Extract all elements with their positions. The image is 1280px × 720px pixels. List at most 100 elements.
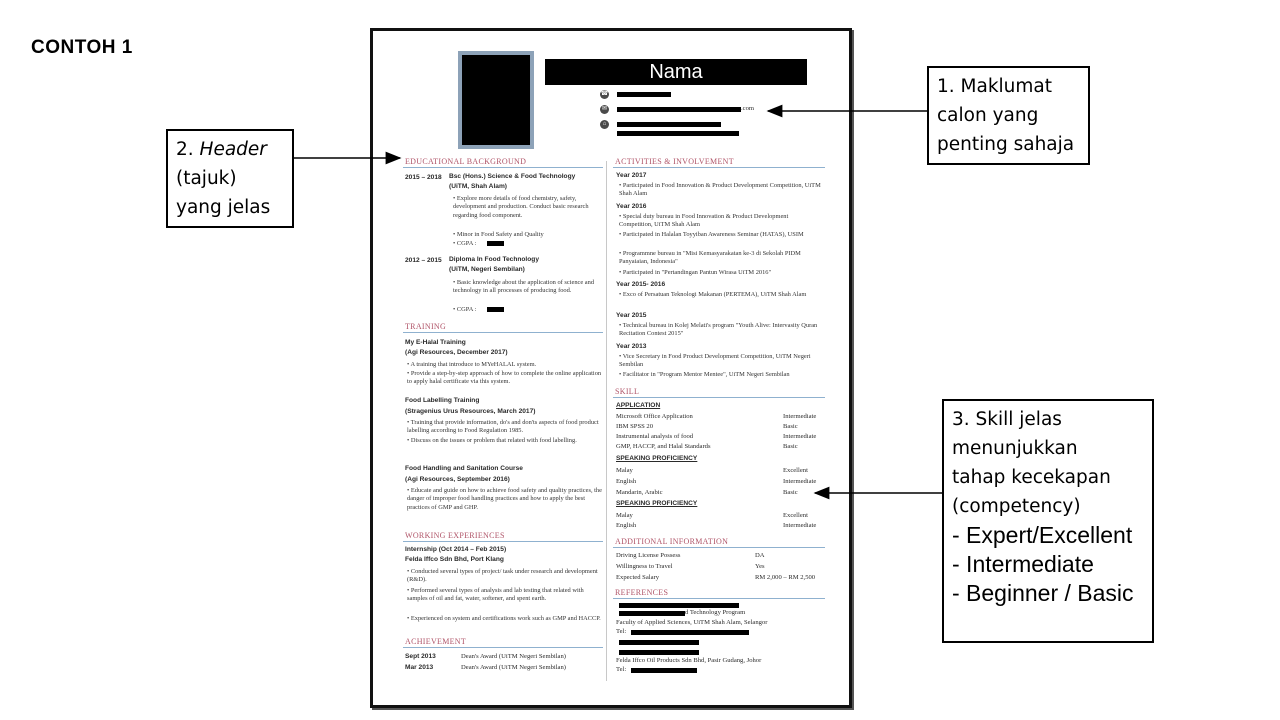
list-item: • Programmne bureau in "Misi Kemasyaraka… <box>619 250 801 266</box>
resume-document: Nama ☎ ✉ .com ⌂ EDUCATIONAL BACKGROUND 2… <box>370 28 852 708</box>
redacted-reference-title <box>619 650 699 655</box>
list-item: • Explore more details of food chemistry… <box>453 195 589 219</box>
list-item: • CGPA : <box>453 240 477 247</box>
phone-icon: ☎ <box>600 90 609 99</box>
section-rule <box>403 541 603 542</box>
work-role: Internship (Oct 2014 – Feb 2015) <box>405 546 507 553</box>
list-item: • Participated in Food Innovation & Prod… <box>619 182 821 198</box>
callout-3-level: - Intermediate <box>952 551 1094 577</box>
section-title-achievement: ACHIEVEMENT <box>405 637 467 646</box>
edu-school: (UiTM, Shah Alam) <box>449 183 508 190</box>
training-name: Food Handling and Sanitation Course <box>405 465 523 472</box>
callout-2-italic: Header <box>199 139 267 160</box>
callout-3-line: tahap kecekapan <box>952 467 1111 488</box>
skill-level: Basic <box>783 443 798 450</box>
section-title-references: REFERENCES <box>615 588 669 597</box>
section-rule <box>403 167 603 168</box>
achievement-text: Dean's Award (UiTM Negeri Sembilan) <box>461 653 566 660</box>
list-item: • Exco of Persatuan Teknologi Makanan (P… <box>619 291 807 298</box>
activity-year: Year 2013 <box>616 343 647 350</box>
skill-level: Excellent <box>783 467 808 474</box>
activity-year: Year 2017 <box>616 172 647 179</box>
section-title-work: WORKING EXPERIENCES <box>405 531 505 540</box>
activity-year: Year 2016 <box>616 203 647 210</box>
reference-tel-label: Tel: <box>616 628 627 635</box>
callout-2-number: 2. <box>176 139 200 160</box>
redacted-reference-tel <box>631 630 749 635</box>
list-item: • Technical bureau in Kolej Melati's pro… <box>619 322 818 338</box>
reference-dept: d Technology Program <box>685 609 746 616</box>
callout-2-line: (tajuk) <box>176 168 237 189</box>
section-title-skill: SKILL <box>615 387 640 396</box>
callout-3-line: (competency) <box>952 496 1081 517</box>
section-rule <box>613 547 825 548</box>
list-item: • Participated in "Pertandingan Pantun W… <box>619 269 772 276</box>
email-suffix: .com <box>741 105 755 112</box>
redacted-address <box>617 122 721 127</box>
section-title-training: TRAINING <box>405 322 447 331</box>
list-item: • Participated in Halalan Toyyiban Aware… <box>619 231 804 238</box>
skill-name: Mandarin, Arabic <box>616 489 663 496</box>
photo-placeholder <box>458 51 534 149</box>
redacted-email <box>617 107 741 112</box>
edu-school: (UiTM, Negeri Sembilan) <box>449 266 525 273</box>
skill-subheading: SPEAKING PROFICIENCY <box>616 500 698 507</box>
edu-degree: Bsc (Hons.) Science & Food Technology <box>449 173 576 180</box>
callout-3-level: - Beginner / Basic <box>952 580 1134 606</box>
info-label: Driving License Possess <box>616 552 681 559</box>
list-item: • CGPA : <box>453 306 477 313</box>
redacted-address <box>617 131 739 136</box>
callout-skill: 3. Skill jelas menunjukkan tahap kecekap… <box>942 399 1154 643</box>
redacted-reference-title <box>619 611 685 616</box>
list-item: • Basic knowledge about the application … <box>453 279 595 295</box>
skill-name: Malay <box>616 467 633 474</box>
info-label: Expected Salary <box>616 574 660 581</box>
skill-name: Instrumental analysis of food <box>616 433 694 440</box>
callout-3-line: menunjukkan <box>952 438 1078 459</box>
list-item: • Facilitator in "Program Mentor Mentee"… <box>619 371 790 378</box>
section-title-education: EDUCATIONAL BACKGROUND <box>405 157 527 166</box>
list-item: • Educate and guide on how to achieve fo… <box>407 487 602 511</box>
section-title-activities: ACTIVITIES & INVOLVEMENT <box>615 157 734 166</box>
edu-years: 2012 – 2015 <box>405 257 442 264</box>
info-value: RM 2,000 – RM 2,500 <box>755 574 816 581</box>
section-rule <box>403 332 603 333</box>
list-item: • Minor in Food Safety and Quality <box>453 231 544 238</box>
column-divider <box>606 161 607 681</box>
list-item: • A training that introduce to MYeHALAL … <box>407 361 537 368</box>
redacted-reference-tel <box>631 668 697 673</box>
training-org: (Agi Resources, December 2017) <box>405 349 508 356</box>
redacted-phone <box>617 92 671 97</box>
activity-year: Year 2015- 2016 <box>616 281 666 288</box>
info-label: Willingness to Travel <box>616 563 673 570</box>
info-value: Yes <box>755 563 765 570</box>
list-item: • Performed several types of analysis an… <box>407 587 584 603</box>
callout-header: 2. Header (tajuk) yang jelas <box>166 129 294 228</box>
skill-level: Intermediate <box>783 433 817 440</box>
section-rule <box>613 397 825 398</box>
reference-company: Felda Iffco Oil Products Sdn Bhd, Pasir … <box>616 657 762 664</box>
skill-subheading: SPEAKING PROFICIENCY <box>616 455 698 462</box>
training-name: My E-Halal Training <box>405 339 466 346</box>
home-icon: ⌂ <box>600 120 609 129</box>
training-org: (Stragenius Urus Resources, March 2017) <box>405 408 536 415</box>
skill-level: Intermediate <box>783 522 817 529</box>
slide-title: CONTOH 1 <box>31 37 133 58</box>
section-title-additional: ADDITIONAL INFORMATION <box>615 537 729 546</box>
skill-name: GMP, HACCP, and Halal Standards <box>616 443 711 450</box>
skill-level: Intermediate <box>783 413 817 420</box>
skill-name: IBM SPSS 20 <box>616 423 654 430</box>
callout-2-line: yang jelas <box>176 197 271 218</box>
skill-level: Intermediate <box>783 478 817 485</box>
section-rule <box>613 167 825 168</box>
callout-2-first-line: 2. Header <box>176 135 284 164</box>
list-item: • Experienced on system and certificatio… <box>407 615 601 622</box>
skill-name: Microsoft Office Application <box>616 413 693 420</box>
training-org: (Agi Resources, September 2016) <box>405 476 510 483</box>
skill-subheading: APPLICATION <box>616 402 661 409</box>
callout-1-line: 1. Maklumat <box>937 76 1053 97</box>
redacted-reference-name <box>619 640 699 645</box>
skill-level: Basic <box>783 489 798 496</box>
callout-1-line: calon yang <box>937 105 1039 126</box>
skill-level: Excellent <box>783 512 808 519</box>
